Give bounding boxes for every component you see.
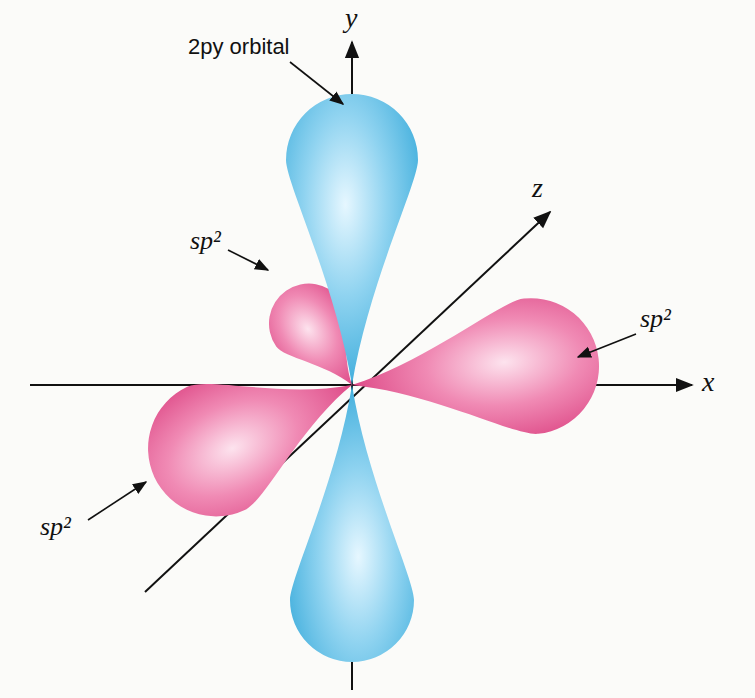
axis-label: z (532, 174, 543, 202)
hybrid-label: sp² (640, 306, 671, 332)
p-orbital-lobe-lower (290, 385, 414, 662)
leader-lines (88, 62, 636, 520)
hybrid-label: sp² (190, 228, 221, 254)
hybrid-label: sp² (40, 514, 71, 540)
leader-line (290, 62, 343, 104)
p-orbital-lobe-upper (286, 94, 418, 385)
orbital-label: 2py orbital (188, 36, 290, 58)
sp2-lobe-right (345, 291, 606, 452)
leader-line (228, 250, 268, 270)
axis-label: x (702, 368, 714, 396)
axis-label: y (345, 4, 357, 32)
leader-line (578, 334, 636, 357)
leader-line (88, 482, 146, 520)
lobes (126, 94, 606, 662)
axes (30, 42, 692, 690)
